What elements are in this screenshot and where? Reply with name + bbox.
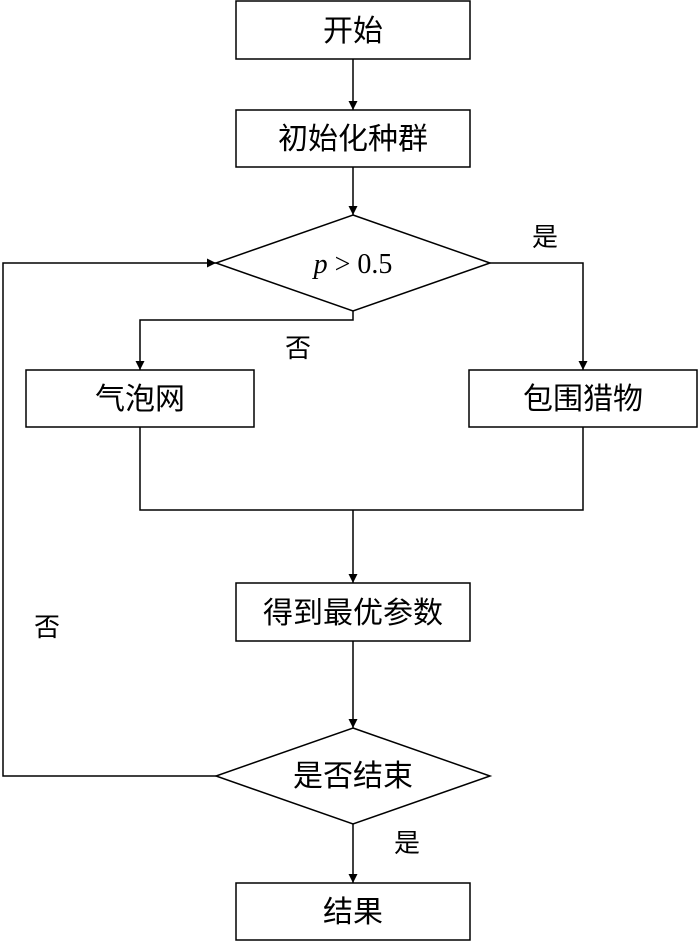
end-check-label: 是否结束 xyxy=(293,759,413,794)
condition-expression: > 0.5 xyxy=(328,249,393,280)
best-params-node: 得到最优参数 xyxy=(235,582,471,642)
best-params-node-label: 得到最优参数 xyxy=(263,596,443,631)
condition-decision: p > 0.5 xyxy=(213,214,493,312)
start-node-label: 开始 xyxy=(323,14,383,49)
edge-label-end-yes: 是 xyxy=(394,829,420,859)
condition-label: p > 0.5 xyxy=(312,249,393,280)
edge-condition-no xyxy=(135,311,354,370)
encircle-prey-node-label: 包围猎物 xyxy=(523,382,643,417)
edge-label-condition-no: 否 xyxy=(285,334,311,364)
edge-label-loop-no: 否 xyxy=(34,613,60,643)
result-node-label: 结果 xyxy=(323,895,383,930)
condition-variable: p xyxy=(312,249,328,280)
bubble-net-node-label: 气泡网 xyxy=(95,382,185,417)
start-node: 开始 xyxy=(235,0,471,60)
init-node-label: 初始化种群 xyxy=(278,122,428,157)
encircle-prey-node: 包围猎物 xyxy=(468,369,698,428)
bubble-net-node: 气泡网 xyxy=(25,369,255,428)
edge-loop-back-no xyxy=(2,258,216,777)
result-node: 结果 xyxy=(235,882,471,941)
init-node: 初始化种群 xyxy=(235,109,471,168)
edge-merge-branches xyxy=(139,427,584,511)
edge-condition-yes xyxy=(490,262,588,370)
end-check-decision: 是否结束 xyxy=(213,727,493,825)
edge-label-condition-yes: 是 xyxy=(532,223,558,253)
